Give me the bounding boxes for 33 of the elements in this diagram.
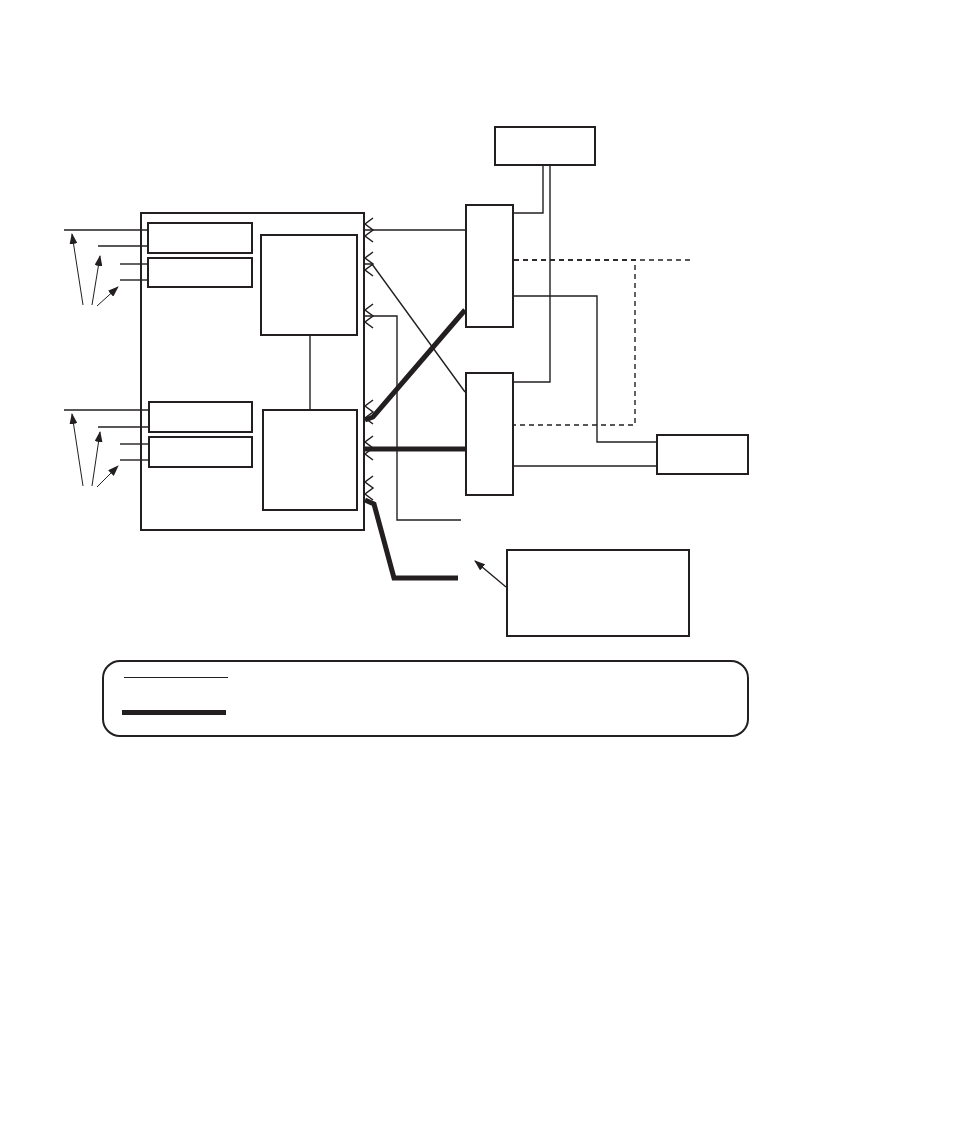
thick-connector-line [364, 308, 467, 423]
connector-line [513, 295, 657, 443]
connector-line [119, 263, 148, 265]
empty-box [148, 401, 253, 433]
thick-connector-line [364, 497, 458, 581]
connector-line [513, 465, 657, 467]
connector-line [364, 229, 466, 231]
empty-box [262, 409, 358, 511]
empty-box [148, 436, 253, 468]
empty-box [140, 212, 365, 531]
arrow [474, 560, 507, 588]
connector-line [63, 229, 148, 231]
empty-box [656, 434, 749, 475]
connector-line [119, 459, 149, 461]
empty-box [147, 222, 253, 254]
connector-line [63, 409, 149, 411]
connector-line [364, 263, 466, 393]
empty-box [465, 204, 514, 328]
empty-box [506, 549, 690, 637]
connector-line [119, 443, 149, 445]
connector-line [97, 245, 148, 247]
connector-line [119, 279, 148, 281]
connector-line [364, 315, 462, 521]
empty-box [494, 126, 596, 166]
empty-box [260, 234, 358, 336]
connector-line [309, 335, 311, 410]
empty-box [147, 257, 253, 288]
connector-line [97, 426, 149, 428]
thick-connector-line [365, 446, 465, 452]
connector-line [513, 165, 551, 383]
empty-box [465, 372, 514, 496]
connector-line [513, 165, 544, 214]
dashed-connector-line [513, 259, 636, 426]
